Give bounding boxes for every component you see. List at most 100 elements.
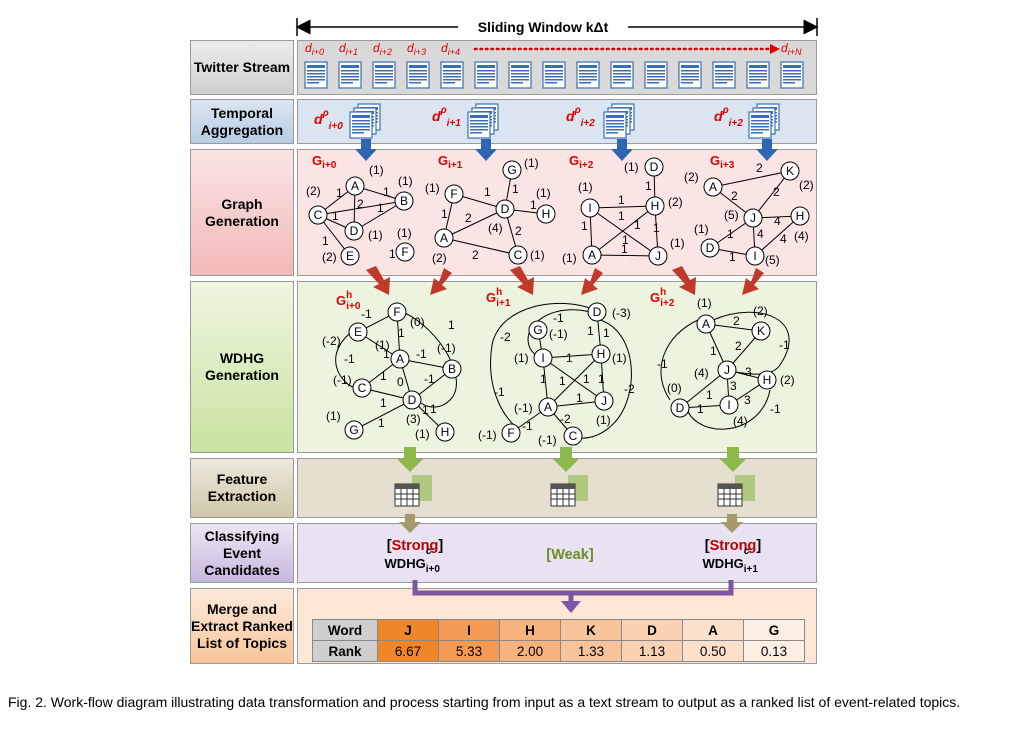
svg-text:di+3: di+3 [407,41,426,57]
svg-text:(1): (1) [697,296,712,310]
svg-text:C: C [514,248,523,262]
svg-text:2: 2 [472,248,479,262]
svg-text:(1): (1) [524,156,539,170]
svg-text:-1: -1 [522,419,533,433]
blue-arrows [355,139,778,161]
svg-text:Gi+2: Gi+2 [569,153,594,171]
svg-text:(-2): (-2) [322,334,341,348]
sliding-window-arrow [295,18,819,36]
svg-text:1: 1 [398,326,405,340]
merge-bracket [412,580,734,603]
svg-text:-1: -1 [770,402,781,416]
rank-cell: 5.33 [438,640,500,662]
svg-text:D: D [408,393,417,407]
svg-text:4: 4 [780,232,787,246]
svg-text:(-1): (-1) [549,327,568,341]
header-rank: Rank [312,640,378,662]
svg-text:2: 2 [733,314,740,328]
svg-text:(1): (1) [694,222,709,236]
word-cell: G [743,619,805,641]
svg-text:1: 1 [448,318,455,332]
rank-cell: 2.00 [499,640,561,662]
svg-text:(-1): (-1) [333,373,352,387]
svg-text:(0): (0) [410,315,425,329]
svg-text:(1): (1) [596,413,611,427]
svg-text:G: G [349,423,358,437]
red-arrows [366,266,764,295]
svg-text:Ghi+1: Ghi+1 [486,287,511,309]
svg-text:(4): (4) [733,414,748,428]
svg-text:I: I [541,351,544,365]
panel-classify [297,523,817,583]
svg-text:A: A [709,180,717,194]
svg-text:(3): (3) [406,412,421,426]
svg-text:H: H [651,199,660,213]
word-cell: K [560,619,622,641]
wdhg-1-edges [490,303,632,439]
svg-text:1: 1 [603,326,610,340]
svg-text:1: 1 [645,179,652,193]
svg-text:F: F [507,426,514,440]
svg-text:(1): (1) [562,251,577,265]
svg-text:(-1): (-1) [478,428,497,442]
svg-text:1: 1 [710,344,717,358]
svg-text:1: 1 [530,198,537,212]
svg-text:1: 1 [389,247,396,261]
word-cell: H [499,619,561,641]
svg-text:1: 1 [618,209,625,223]
stage-twitter-stream: Twitter Stream [190,40,294,95]
svg-text:(2): (2) [306,184,321,198]
svg-text:(-3): (-3) [612,306,631,320]
svg-text:1: 1 [587,324,594,338]
table-row-rank: Rank 6.67 5.33 2.00 1.33 1.13 0.50 0.13 [312,640,805,662]
svg-text:(1): (1) [415,427,430,441]
svg-text:3: 3 [744,393,751,407]
svg-text:(1): (1) [368,228,383,242]
svg-text:(2): (2) [799,178,814,192]
svg-text:D: D [593,305,602,319]
svg-text:2: 2 [773,185,780,199]
svg-text:1: 1 [727,227,734,241]
svg-text:(1): (1) [530,248,545,262]
word-cell: J [377,619,439,641]
svg-text:dρi+1: dρi+1 [432,105,461,129]
svg-text:1: 1 [332,209,339,223]
workflow-diagram: Sliding Window kΔt di+0 di+1 di+2 di+3 d… [295,18,819,613]
rank-cell: 1.33 [560,640,622,662]
svg-text:Ghi+2: Ghi+2 [650,287,675,309]
svg-text:(4): (4) [488,221,503,235]
svg-text:F: F [393,305,400,319]
svg-text:1: 1 [377,201,384,215]
svg-text:1: 1 [540,372,547,386]
svg-text:H: H [441,425,450,439]
svg-text:C: C [314,208,323,222]
svg-text:2: 2 [357,197,364,211]
svg-text:-1: -1 [657,357,668,371]
svg-text:K: K [786,164,794,178]
rank-cell: 0.50 [682,640,744,662]
rank-cell: 6.67 [377,640,439,662]
svg-text:2: 2 [735,339,742,353]
wdhg-2-weights: (1)(2)2 2-11 -1(4)3(2) (0)13 13-1(4) [657,296,795,428]
svg-text:G: G [507,163,516,177]
class-strong-1: [Strong] WDHGi+1c [702,538,762,575]
svg-text:1: 1 [380,369,387,383]
class-strong-0: [Strong] WDHGi+0c [384,538,444,575]
svg-text:C: C [358,381,367,395]
svg-text:(1): (1) [425,181,440,195]
svg-text:1: 1 [581,219,588,233]
svg-text:(-1): (-1) [514,401,533,415]
svg-text:D: D [676,401,685,415]
svg-text:E: E [354,325,362,339]
table-row-word: Word J I H K D A G [312,619,805,641]
svg-text:(-1): (-1) [437,341,456,355]
svg-text:(5): (5) [765,253,780,267]
svg-text:A: A [396,352,404,366]
svg-text:-1: -1 [494,385,505,399]
svg-text:A: A [702,317,710,331]
svg-text:A: A [351,179,359,193]
svg-text:1: 1 [634,218,641,232]
tan-arrows [399,514,743,533]
